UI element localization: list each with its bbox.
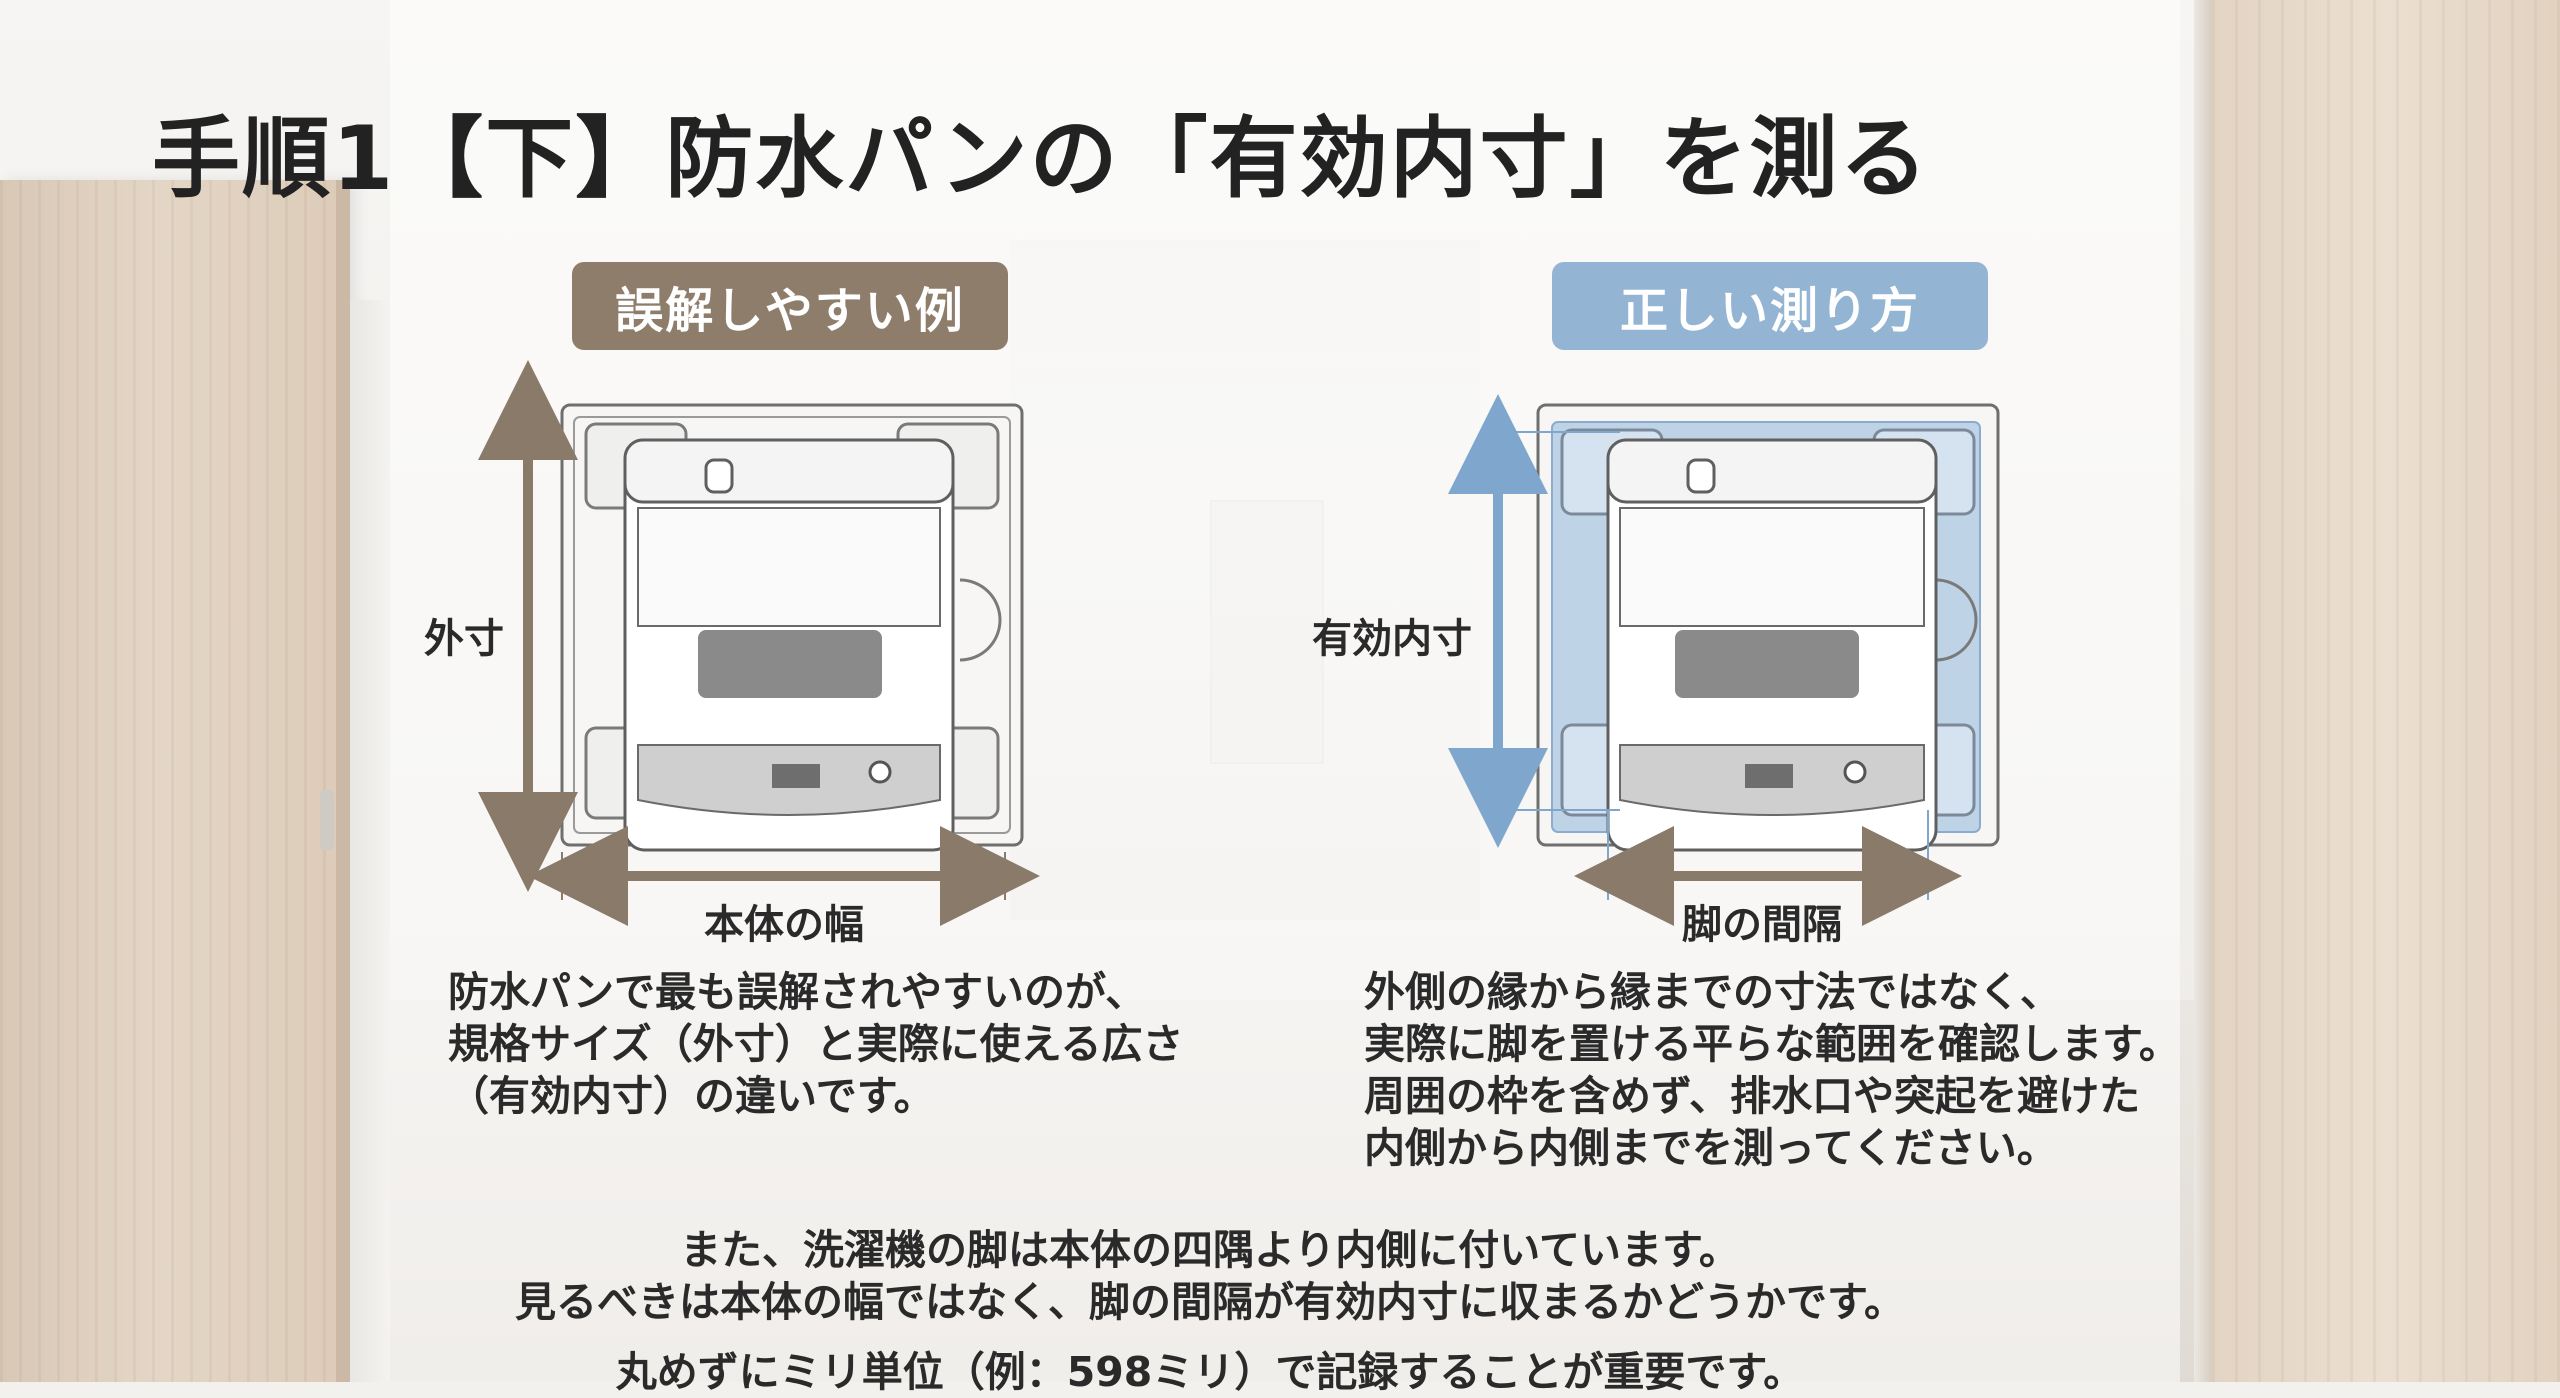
description-line: 防水パンで最も誤解されやすいのが、 (448, 968, 1147, 1016)
description-wrong: 防水パンで最も誤解されやすいのが、 規格サイズ（外寸）と実際に使える広さ （有効… (448, 966, 1184, 1122)
description-line: （有効内寸）の違いです。 (448, 1072, 935, 1120)
washing-machine (623, 438, 955, 852)
diagram-correct (1448, 394, 2000, 926)
note-cut-off-line: 丸めずにミリ単位（例：598ミリ）で記録することが重要です。 (615, 1348, 1805, 1396)
badge-wrong-example: 誤解しやすい例 (572, 262, 1008, 350)
washing-machine (1606, 438, 1938, 852)
left-door-frame (350, 300, 390, 1382)
diagram-wrong (478, 360, 1040, 926)
description-line: 外側の縁から縁までの寸法ではなく、 (1364, 968, 2061, 1016)
door-handle (320, 790, 334, 850)
note-line: また、洗濯機の脚は本体の四隅より内側に付いています。 (680, 1226, 1740, 1274)
note-line: 見るべきは本体の幅ではなく、脚の間隔が有効内寸に収まるかどうかです。 (515, 1278, 1905, 1326)
description-line: 周囲の枠を含めず、排水口や突起を避けた (1364, 1072, 2141, 1120)
label-effective-inner: 有効内寸 (1312, 616, 1472, 662)
label-outer-dimension: 外寸 (424, 616, 504, 662)
bottom-note: また、洗濯機の脚は本体の四隅より内側に付いています。 見るべきは本体の幅ではなく… (0, 1224, 2490, 1328)
left-door (0, 180, 350, 1382)
description-line: 実際に脚を置ける平らな範囲を確認します。 (1364, 1020, 2180, 1068)
description-line: 内側から内側までを測ってください。 (1364, 1124, 2058, 1172)
right-wall-edge (2194, 0, 2212, 1382)
description-correct: 外側の縁から縁までの寸法ではなく、 実際に脚を置ける平らな範囲を確認します。 周… (1364, 966, 2180, 1174)
right-wood-wall (2212, 0, 2560, 1382)
description-line: 規格サイズ（外寸）と実際に使える広さ (448, 1020, 1184, 1068)
badge-correct-method: 正しい測り方 (1552, 262, 1988, 350)
label-leg-spacing: 脚の間隔 (1682, 902, 1842, 948)
label-body-width: 本体の幅 (704, 902, 864, 948)
page-title: 手順1【下】防水パンの「有効内寸」を測る (152, 107, 1930, 210)
